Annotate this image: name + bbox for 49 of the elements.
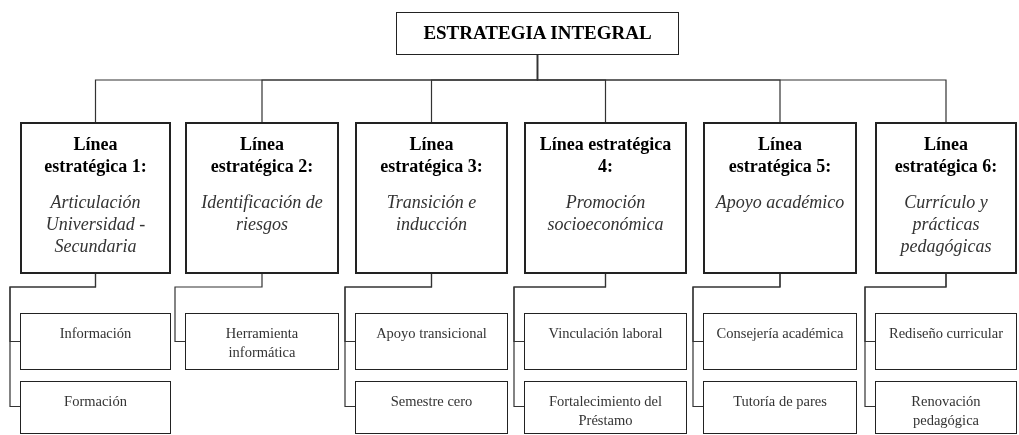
strategy-heading: Línea estratégica 5: (727, 133, 833, 177)
action-label: Fortalecimiento del Préstamo (547, 392, 664, 430)
strategy-name: Promoción socioeconómica (546, 191, 665, 235)
strategy-box (185, 122, 339, 274)
action-label: Rediseño curricular (889, 324, 1003, 343)
connector-line (536, 54, 947, 123)
action-label: Semestre cero (390, 392, 473, 411)
action-box (524, 381, 687, 434)
action-box (875, 381, 1017, 434)
action-box (20, 313, 171, 370)
action-label: Renovación pedagógica (910, 392, 982, 430)
connector-line (174, 273, 263, 343)
strategy-heading: Línea estratégica 1: (43, 133, 148, 177)
connector-line (692, 273, 781, 408)
action-label: Información (59, 324, 132, 343)
strategy-name: Apoyo académico (715, 191, 845, 213)
strategy-box (20, 122, 171, 274)
strategy-box (875, 122, 1017, 274)
strategy-heading: Línea estratégica 6: (893, 133, 999, 177)
strategy-heading: Línea estratégica 3: (379, 133, 484, 177)
action-box (875, 313, 1017, 370)
action-label: Formación (64, 392, 127, 411)
action-box (355, 313, 508, 370)
title-box (396, 12, 679, 55)
action-box (703, 313, 857, 370)
action-label: Apoyo transicional (376, 324, 487, 343)
strategy-heading: Línea estratégica 4: (538, 133, 673, 177)
action-box (355, 381, 508, 434)
strategy-heading: Línea estratégica 2: (209, 133, 315, 177)
action-box (20, 381, 171, 434)
box-heading: ESTRATEGIA INTEGRAL (423, 21, 652, 46)
action-box (185, 313, 339, 370)
connector-line (344, 273, 433, 408)
action-label: Consejería académica (716, 324, 844, 343)
connector-line (513, 273, 607, 408)
connector-line (864, 273, 947, 408)
action-label: Herramienta informática (224, 324, 300, 362)
action-box (524, 313, 687, 370)
connector-line (9, 273, 97, 408)
strategy-name: Identificación de riesgos (200, 191, 324, 235)
strategy-box (703, 122, 857, 274)
strategy-name: Currículo y prácticas pedagógicas (898, 191, 993, 257)
strategy-box (355, 122, 508, 274)
strategy-box (524, 122, 687, 274)
strategy-name: Transición e inducción (385, 191, 478, 235)
strategy-name: Articulación Universidad - Secundaria (44, 191, 147, 257)
action-label: Vinculación laboral (548, 324, 663, 343)
action-box (703, 381, 857, 434)
action-label: Tutoría de pares (733, 392, 827, 411)
